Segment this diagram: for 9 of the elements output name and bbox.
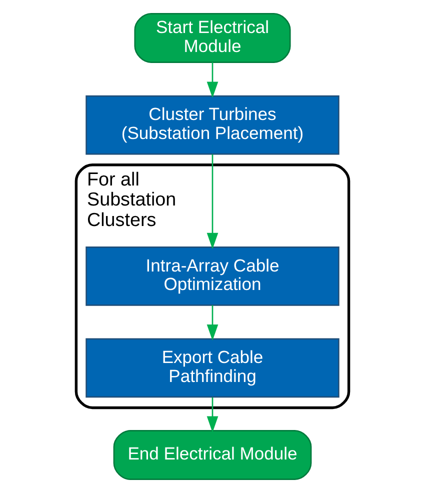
arrow <box>206 397 218 433</box>
node-box: End Electrical Module <box>113 430 312 480</box>
node-box: Export Cable Pathfinding <box>86 338 340 398</box>
arrow <box>206 305 218 341</box>
node-box: Intra-Array Cable Optimization <box>86 246 340 306</box>
node-box: Cluster Turbines (Substation Placement) <box>86 95 340 155</box>
node-box: Start Electrical Module <box>134 13 291 63</box>
arrow <box>206 154 218 250</box>
arrow <box>206 62 218 98</box>
